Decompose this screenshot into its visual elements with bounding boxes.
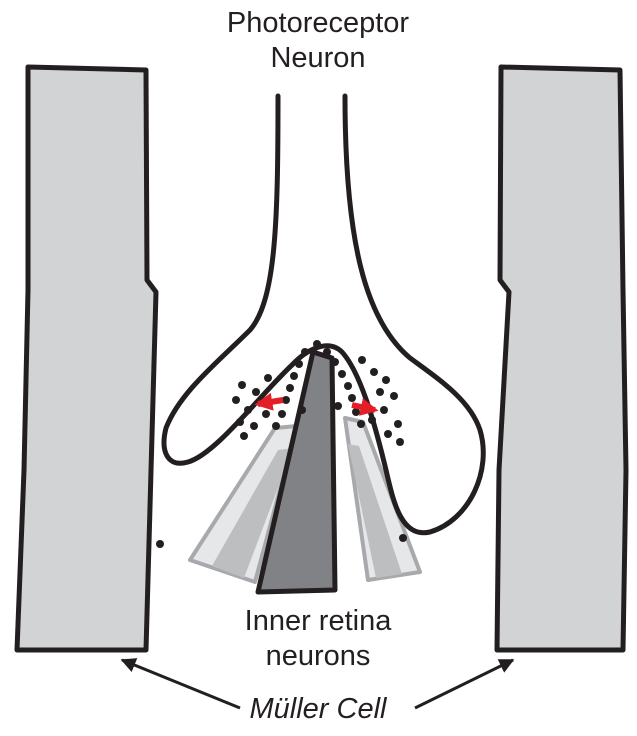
photoreceptor-label-line1: Photoreceptor <box>168 6 468 41</box>
muller-cell-label: Müller Cell <box>168 692 468 727</box>
muller-cell-right <box>497 67 626 650</box>
diffusion-arrow-left <box>258 400 283 404</box>
muller-cell-left <box>17 67 156 650</box>
inner-retina-label-line1: Inner retina <box>168 604 468 639</box>
inner-retina-label-line2: neurons <box>168 639 468 674</box>
inner-retina-neurons-label: Inner retina neurons <box>168 604 468 674</box>
photoreceptor-label-line2: Neuron <box>168 41 468 76</box>
photoreceptor-neuron-label: Photoreceptor Neuron <box>168 6 468 76</box>
